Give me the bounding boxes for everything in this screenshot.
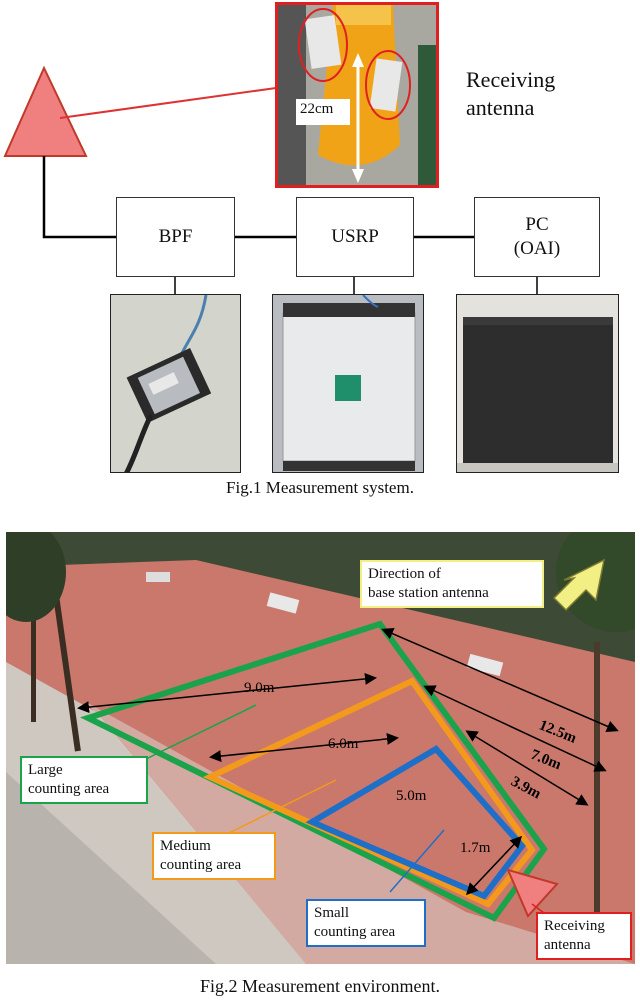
measurement-environment-photo: Direction of base station antenna Large … <box>6 532 635 964</box>
fig1-wiring <box>3 65 538 294</box>
small-counting-area-label: Small counting area <box>306 899 426 947</box>
feed-line <box>42 156 116 239</box>
pc-photo <box>456 294 619 473</box>
fig1-caption: Fig.1 Measurement system. <box>226 478 414 497</box>
direction-label: Direction of base station antenna <box>360 560 544 608</box>
dim-5-0: 5.0m <box>396 788 427 804</box>
fig2-caption: Fig.2 Measurement environment. <box>200 976 440 996</box>
usrp-photo <box>272 294 424 473</box>
antenna-triangle-icon <box>3 65 88 157</box>
bpf-block: BPF <box>116 197 235 277</box>
bpf-photo <box>110 294 241 473</box>
receiving-antenna-label-fig2: Receiving antenna <box>536 912 632 960</box>
receiving-antenna-icon <box>506 868 559 918</box>
antenna-photo: 22cm <box>275 2 439 188</box>
antenna-size-label: 22cm <box>300 101 334 117</box>
antenna-leader-line <box>59 87 277 119</box>
direction-arrow-icon <box>552 558 606 612</box>
pc-block: PC (OAI) <box>474 197 600 277</box>
receiving-antenna-label: Receiving antenna <box>466 67 556 120</box>
medium-counting-area-label: Medium counting area <box>152 832 276 880</box>
dim-1-7: 1.7m <box>460 840 491 856</box>
usrp-block: USRP <box>296 197 414 277</box>
large-counting-area-outline <box>80 620 548 922</box>
large-counting-area-label: Large counting area <box>20 756 148 804</box>
dim-6-0: 6.0m <box>328 736 359 752</box>
dim-9-0: 9.0m <box>244 680 275 696</box>
